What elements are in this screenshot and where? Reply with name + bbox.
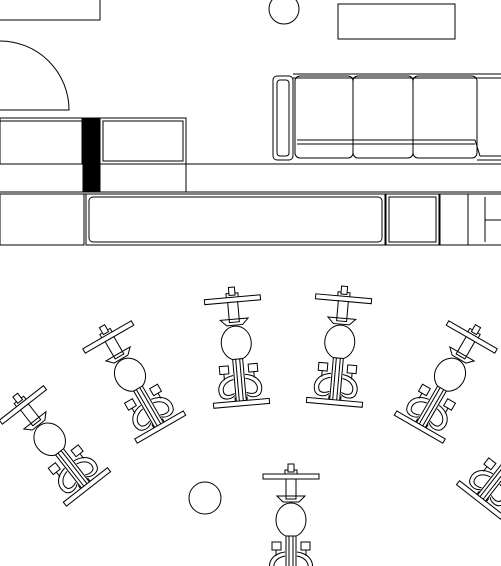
bike-7	[262, 463, 320, 566]
storage-left	[0, 194, 84, 245]
column-black	[83, 118, 99, 192]
sofa	[273, 74, 501, 160]
bike-5	[393, 311, 501, 444]
round-stool	[189, 482, 221, 514]
bike-4	[305, 283, 374, 408]
sofa-arm	[273, 76, 293, 160]
storage-long	[86, 194, 385, 245]
sofa-cushion-1	[295, 76, 353, 158]
bike-1	[0, 377, 112, 507]
round-lamp-top	[269, 0, 299, 24]
cabinet-left	[0, 118, 82, 164]
upper-room	[0, 0, 501, 245]
cabinet-right	[100, 118, 186, 164]
bike-3	[202, 284, 271, 409]
sofa-cushion-2	[353, 76, 413, 158]
storage-right	[440, 194, 501, 245]
storage-box	[386, 194, 439, 245]
spin-bikes	[0, 283, 501, 566]
door-swing-arc	[0, 41, 69, 110]
sofa-cushion-3	[413, 76, 477, 158]
wall-cabinet-top-right	[338, 4, 455, 39]
bike-6	[455, 390, 501, 520]
bike-2	[77, 311, 187, 444]
wall-cabinet-top-left	[0, 0, 100, 20]
